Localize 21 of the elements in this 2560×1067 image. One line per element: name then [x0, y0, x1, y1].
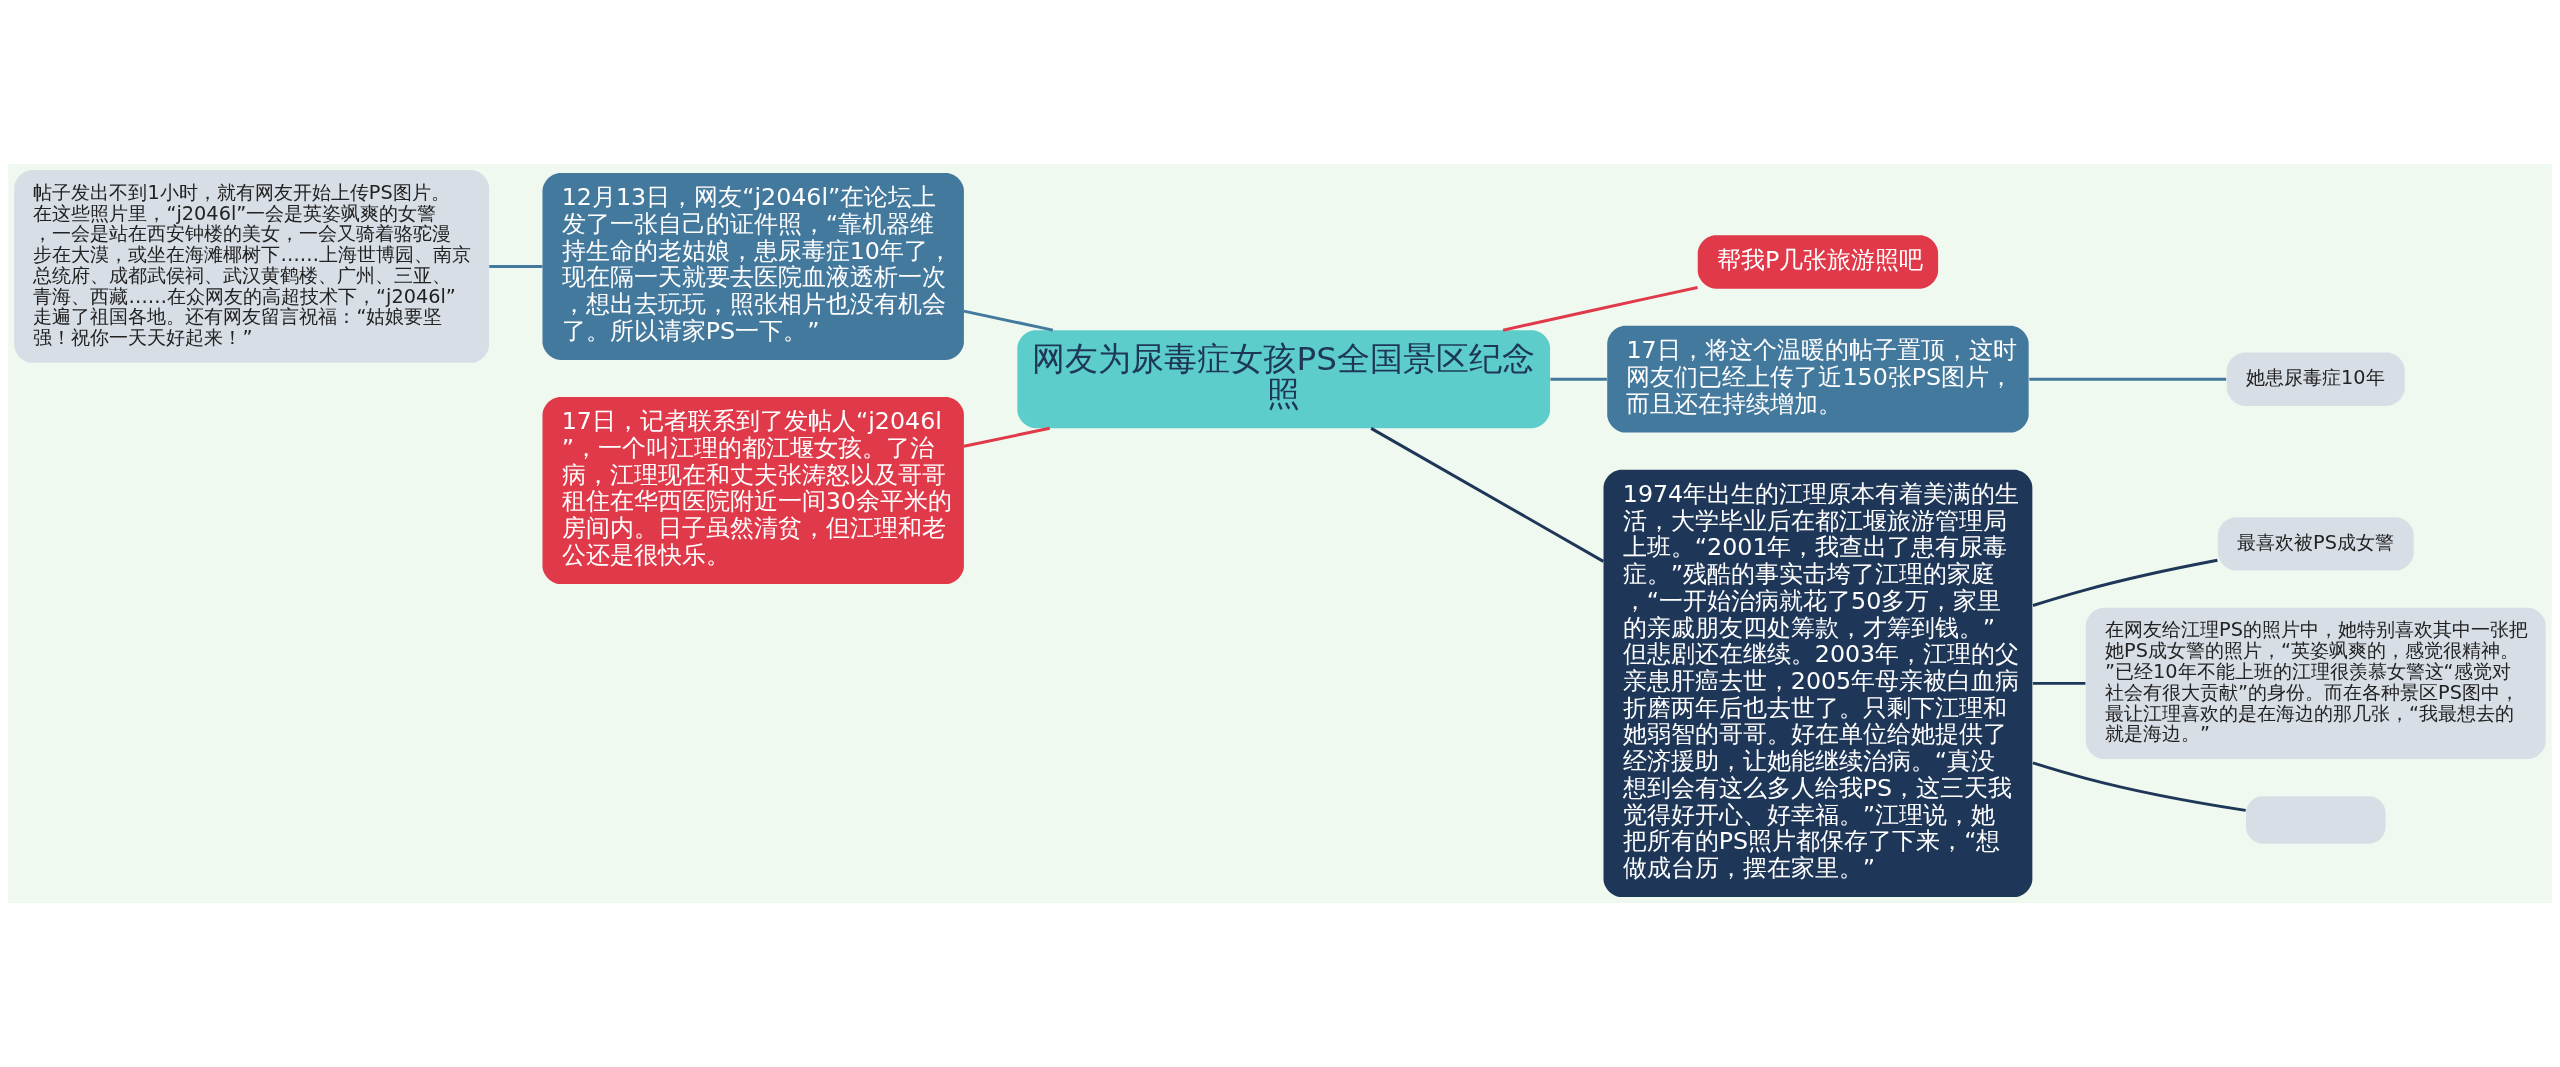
connector	[1550, 377, 1607, 381]
node-box: 在网友给江理PS的照片中，她特别喜欢其中一张把她PS成女警的照片，“英姿飒爽的，感觉很精神。”已经10年不能上班的江理很羡慕女警这“感觉对社会有很大贡献”的身份。而在各种景区PS图中，最让江理喜欢的是在海边的那几张，“我最想去的就是海边。”	[2085, 607, 2546, 760]
connector	[2032, 761, 2246, 812]
connector	[1370, 427, 1605, 563]
connector	[2029, 377, 2227, 381]
node-box: 帖子发出不到1小时，就有网友开始上传PS图片。在这些照片里，“j2046l”一会是英姿飒爽的女警，一会是站在西安钟楼的美女，一会又骑着骆驼漫步在大漠，或坐在海滩椰树下……上海世博园、南京总统府、成都武侯祠、武汉黄鹤楼、广州、三亚、青海、西藏……在众网友的高超技术下，“j2046l”走遍了祖国各地。还有网友留言祝福：“姑娘要坚强！祝你一天天好起来！”	[14, 169, 490, 363]
connector	[489, 264, 543, 268]
node-box: 网友为尿毒症女孩PS全国景区纪念照	[1017, 330, 1551, 429]
node-box: 12月13日，网友“j2046l”在论坛上发了一张自己的证件照，“靠机器维持生命的老姑娘，患尿毒症10年了，现在隔一天就要去医院血液透析一次，想出去玩玩，照张相片也没有机会了。所以请家PS一下。”	[542, 172, 964, 360]
connector	[1502, 286, 1698, 332]
node-box: 17日，将这个温暖的帖子置顶，这时网友们已经上传了近150张PS图片，而且还在持续增加。	[1607, 325, 2029, 433]
node-box: 1974年出生的江理原本有着美满的生活，大学毕业后在都江堰旅游管理局上班。“2001年，我查出了患有尿毒症。”残酷的事实击垮了江理的家庭，“一开始治病就花了50多万，家里的亲戚朋友四处筹款，才筹到钱。”但悲剧还在继续。2003年，江理的父亲患肝癌去世，2005年母亲被白血病折磨两年后也去世了。只剩下江理和她弱智的哥哥。好在单位给她提供了经济援助，让她能继续治病。“真没想到会有这么多人给我PS，这三天我觉得好开心、好幸福。”江理说，她把所有的PS照片都保存了下来，“想做成台历，摆在家里。”	[1603, 469, 2033, 898]
connector	[2032, 558, 2218, 607]
node-box	[2246, 796, 2386, 844]
connector	[963, 426, 1051, 448]
connector	[2032, 681, 2086, 685]
node-box: 最喜欢被PS成女警	[2217, 517, 2414, 571]
node-box: 17日，记者联系到了发帖人“j2046l”，一个叫江理的都江堰女孩。了治病，江理现在和丈夫张涛怒以及哥哥租住在华西医院附近一间30余平米的房间内。日子虽然清贫，但江理和老公还是很快乐。	[542, 397, 964, 584]
node-box: 帮我P几张旅游照吧	[1697, 235, 1939, 289]
node-box: 她患尿毒症10年	[2226, 352, 2405, 406]
connector	[963, 309, 1054, 332]
